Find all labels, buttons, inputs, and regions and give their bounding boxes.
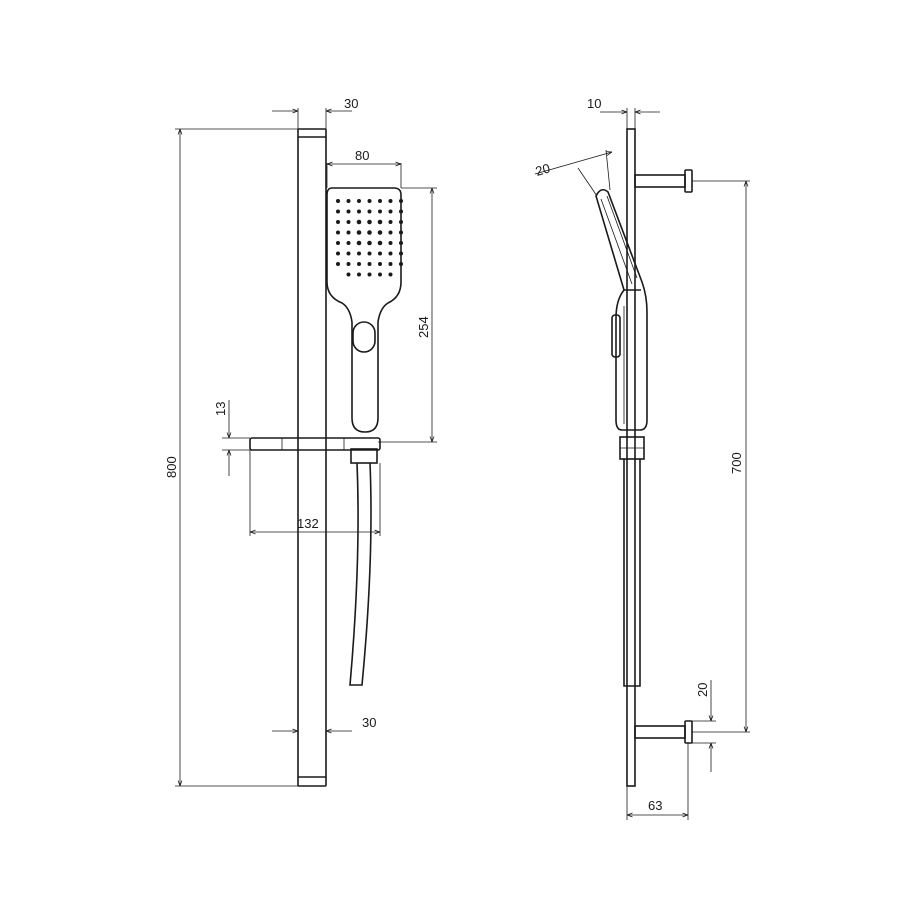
dim-label-soap-height: 13	[213, 402, 228, 416]
nozzle	[367, 209, 372, 214]
nozzle	[388, 262, 393, 266]
dim-wall-distance: 63	[626, 743, 689, 820]
dim-total-height: 800	[164, 128, 298, 787]
nozzle	[377, 240, 383, 246]
nozzle	[377, 230, 383, 235]
nozzle	[399, 220, 403, 224]
nozzle	[336, 241, 340, 245]
nozzle	[346, 209, 351, 214]
dim-label-wall-distance: 63	[648, 798, 662, 813]
hand-shower	[326, 187, 403, 433]
top-wall-bracket	[634, 169, 693, 193]
nozzle	[346, 272, 351, 277]
nozzle	[336, 199, 340, 203]
dim-head-width: 80	[326, 148, 402, 188]
nozzle	[399, 251, 403, 256]
nozzle	[357, 262, 361, 266]
nozzle-grid	[336, 199, 403, 277]
nozzle	[357, 209, 361, 214]
nozzle	[367, 230, 372, 235]
dim-label-head-angle: 20	[534, 160, 552, 178]
nozzle	[357, 199, 361, 203]
dim-bar-top-width: 30	[272, 96, 358, 129]
nozzle	[346, 230, 351, 235]
nozzle	[356, 230, 362, 235]
nozzle	[388, 272, 393, 277]
dim-label-bracket-diameter: 20	[695, 683, 710, 697]
nozzle	[346, 262, 351, 266]
front-view: 30 80 254 13 132	[164, 96, 437, 787]
nozzle	[367, 251, 372, 256]
shower-head-outline	[326, 187, 402, 433]
nozzle	[336, 220, 340, 224]
nozzle	[388, 209, 393, 214]
nozzle	[367, 219, 372, 225]
nozzle	[346, 241, 351, 245]
nozzle	[336, 230, 340, 235]
nozzle	[388, 230, 393, 235]
nozzle	[378, 199, 382, 203]
dim-label-head-height: 254	[416, 316, 431, 338]
nozzle	[346, 251, 351, 256]
nozzle	[388, 199, 393, 203]
dim-bracket-spacing: 700	[692, 180, 750, 733]
nozzle	[336, 209, 340, 214]
dim-label-bar-top-width: 30	[344, 96, 358, 111]
dim-label-head-width: 80	[355, 148, 369, 163]
dim-label-bar-bottom-width: 30	[362, 715, 376, 730]
nozzle	[378, 209, 382, 214]
hose	[349, 462, 372, 686]
nozzle	[367, 240, 372, 246]
spray-button	[352, 321, 376, 353]
nozzle	[336, 262, 340, 266]
dim-head-angle: 20	[534, 149, 612, 197]
nozzle	[346, 199, 351, 203]
nozzle	[367, 199, 372, 203]
dim-side-bar-depth: 10	[587, 96, 660, 129]
nozzle	[378, 272, 382, 277]
nozzle	[399, 199, 403, 203]
side-hose	[623, 459, 641, 687]
side-slide-bar	[626, 128, 636, 787]
side-hand-shower	[595, 188, 648, 460]
nozzle	[399, 230, 403, 235]
dim-head-height: 254	[378, 187, 437, 443]
nozzle	[336, 251, 340, 256]
nozzle	[388, 251, 393, 256]
slide-bar	[297, 128, 327, 787]
nozzle	[357, 251, 361, 256]
nozzle	[367, 272, 372, 277]
dim-soap-height: 13	[213, 400, 250, 476]
dim-label-soap-depth: 132	[297, 516, 319, 531]
nozzle	[378, 262, 382, 266]
dim-label-bracket-spacing: 700	[729, 452, 744, 474]
nozzle	[346, 220, 351, 224]
bottom-wall-bracket	[634, 720, 693, 744]
nozzle	[399, 262, 403, 266]
soap-holder	[249, 437, 381, 464]
nozzle	[388, 220, 393, 224]
dim-bar-bottom-width: 30	[272, 715, 376, 740]
nozzle	[377, 219, 383, 225]
dim-label-side-bar-depth: 10	[587, 96, 601, 111]
side-view: 10 20 700 20 63	[534, 96, 750, 820]
nozzle	[388, 241, 393, 245]
nozzle	[378, 251, 382, 256]
nozzle	[399, 241, 403, 245]
nozzle	[357, 272, 361, 277]
nozzle	[399, 209, 403, 214]
nozzle	[367, 262, 372, 266]
nozzle	[356, 219, 362, 225]
dim-soap-depth: 132	[249, 450, 381, 536]
dim-label-total-height: 800	[164, 456, 179, 478]
nozzle	[356, 240, 362, 246]
dim-bracket-diameter: 20	[692, 680, 716, 772]
